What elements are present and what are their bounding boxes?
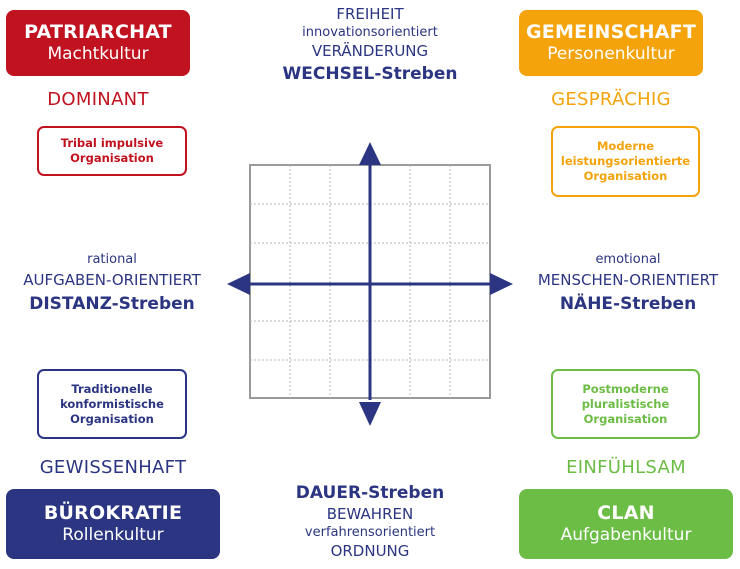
arrow-down-icon	[359, 402, 381, 426]
clan-title: CLAN	[597, 502, 655, 524]
org-traditionelle-line2: konformistische	[60, 396, 164, 411]
top-axis-label: FREIHEIT innovationsorientiert VERÄNDERU…	[270, 4, 470, 85]
org-postmoderne-line2: pluralistische	[581, 396, 670, 411]
patriarchat-title: PATRIARCHAT	[24, 21, 172, 43]
right-axis-line3: NÄHE-Streben	[522, 293, 734, 315]
bottom-axis-line3: verfahrensorientiert	[304, 525, 436, 540]
right-axis-label: emotional MENSCHEN-ORIENTIERT NÄHE-Streb…	[522, 251, 734, 315]
trait-gespraechig: GESPRÄCHIG	[551, 89, 671, 110]
top-axis-line4-bold: WECHSEL	[282, 64, 375, 84]
org-traditionelle-line1: Traditionelle	[71, 381, 153, 396]
trait-einfuehlsam: EINFÜHLSAM	[566, 457, 686, 478]
org-postmoderne-line1: Postmoderne	[582, 381, 669, 396]
buerokratie-title: BÜROKRATIE	[43, 502, 183, 524]
gemeinschaft-title: GEMEINSCHAFT	[525, 21, 696, 43]
bottom-axis-line4: ORDNUNG	[330, 542, 410, 560]
org-tribal-line2: Organisation	[70, 151, 154, 165]
org-box-traditionelle: Traditionelle konformistische Organisati…	[37, 369, 187, 439]
right-axis-line2: MENSCHEN-ORIENTIERT	[537, 271, 719, 289]
top-axis-line1: FREIHEIT	[336, 5, 404, 23]
left-axis-line3: DISTANZ-Streben	[6, 293, 218, 315]
org-moderne-line1: Moderne	[596, 139, 655, 153]
right-axis-line1: emotional	[595, 252, 661, 267]
trait-gewissenhaft: GEWISSENHAFT	[39, 457, 187, 478]
org-moderne-line2: leistungsorientierte	[560, 154, 691, 168]
top-axis-line4: WECHSEL-Streben	[270, 63, 470, 85]
patriarchat-box: PATRIARCHAT Machtkultur	[6, 10, 190, 76]
buerokratie-box: BÜROKRATIE Rollenkultur	[6, 489, 220, 559]
clan-subtitle: Aufgabenkultur	[560, 525, 692, 545]
top-axis-line3: VERÄNDERUNG	[311, 42, 429, 60]
right-axis-line3-rest: -Streben	[613, 294, 697, 314]
left-axis-line1: rational	[87, 252, 137, 267]
org-postmoderne-line3: Organisation	[583, 411, 668, 426]
left-axis-line2: AUFGABEN-ORIENTIERT	[23, 271, 201, 289]
bottom-axis-label: DAUER-Streben BEWAHREN verfahrensorienti…	[270, 482, 470, 561]
right-axis-line3-bold: NÄHE	[559, 294, 614, 314]
arrow-right-icon	[490, 273, 513, 295]
org-box-tribal: Tribal impulsive Organisation	[37, 126, 187, 176]
bottom-axis-line1-rest: -Streben	[361, 483, 445, 503]
trait-dominant: DOMINANT	[47, 89, 149, 110]
org-moderne-line3: Organisation	[583, 169, 668, 183]
left-axis-label: rational AUFGABEN-ORIENTIERT DISTANZ-Str…	[6, 251, 218, 315]
gemeinschaft-box: GEMEINSCHAFT Personenkultur	[519, 10, 703, 76]
left-axis-line3-bold: DISTANZ	[29, 294, 112, 314]
bottom-axis-line1: DAUER-Streben	[270, 482, 470, 504]
org-traditionelle-line3: Organisation	[70, 411, 154, 426]
gemeinschaft-subtitle: Personenkultur	[547, 44, 675, 64]
arrow-left-icon	[227, 273, 250, 295]
top-axis-line4-rest: -Streben	[374, 64, 458, 84]
org-box-moderne: Moderne leistungsorientierte Organisatio…	[551, 126, 700, 197]
buerokratie-subtitle: Rollenkultur	[62, 525, 164, 545]
quadrant-grid	[227, 142, 513, 426]
clan-box: CLAN Aufgabenkultur	[519, 489, 733, 559]
org-tribal-line1: Tribal impulsive	[60, 136, 164, 150]
left-axis-line3-rest: -Streben	[111, 294, 195, 314]
top-axis-line2: innovationsorientiert	[302, 25, 438, 40]
patriarchat-subtitle: Machtkultur	[47, 44, 149, 64]
arrow-up-icon	[359, 142, 381, 165]
org-box-postmoderne: Postmoderne pluralistische Organisation	[551, 369, 700, 439]
bottom-axis-line2: BEWAHREN	[326, 505, 414, 523]
bottom-axis-line1-bold: DAUER	[295, 483, 362, 503]
